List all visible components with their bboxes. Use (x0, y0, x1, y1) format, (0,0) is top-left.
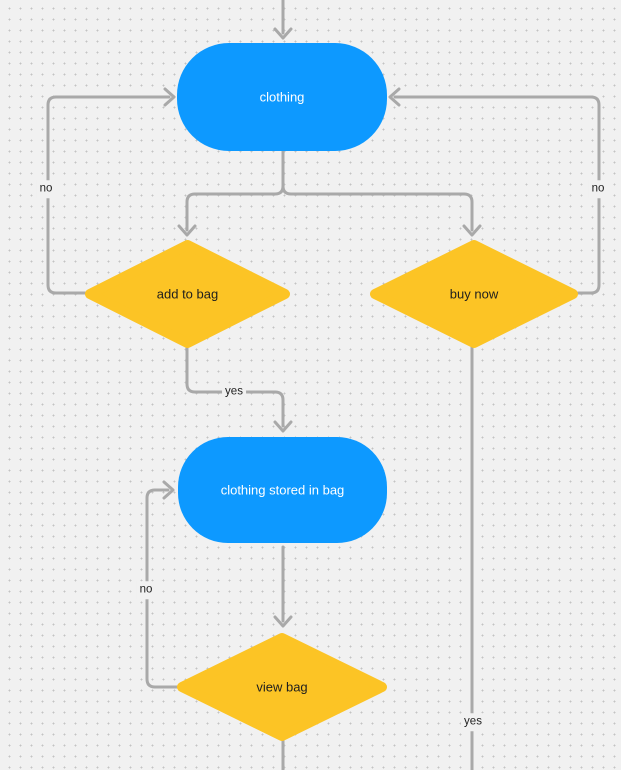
diamond-shape-outline (177, 633, 387, 741)
arrow-down-icon (462, 224, 482, 237)
edge-label-yes-add-to-bag[interactable]: yes (222, 383, 246, 401)
node-clothing-stored-in-bag[interactable]: clothing stored in bag (178, 437, 387, 543)
rounded-rect-shape[interactable] (177, 43, 387, 151)
arrow-down-icon (177, 224, 197, 237)
node-label: buy now (450, 287, 499, 302)
edge-label-no-left[interactable]: no (36, 180, 56, 198)
rounded-rect-shape[interactable] (178, 437, 387, 543)
node-clothing[interactable]: clothing (177, 43, 387, 151)
node-label: clothing (260, 90, 305, 105)
arrow-down-icon (273, 615, 293, 628)
edge-label-yes-buy-now[interactable]: yes (461, 713, 485, 731)
arrow-left-icon (388, 87, 401, 107)
node-label: view bag (256, 680, 307, 695)
node-add-to-bag[interactable]: add to bag (85, 240, 290, 348)
edge-label-no-right[interactable]: no (588, 180, 608, 198)
arrow-right-icon (163, 87, 176, 107)
edge-entry-to-clothing[interactable] (273, 0, 293, 40)
edge-label-no-view-bag[interactable]: no (136, 581, 156, 599)
node-view-bag[interactable]: view bag (177, 633, 387, 741)
diamond-shape-outline (85, 240, 290, 348)
edge-line (185, 149, 285, 232)
edge-line (281, 149, 474, 232)
edge-clothing-to-buy-now[interactable] (281, 149, 482, 237)
edge-stored-to-view-bag[interactable] (273, 545, 293, 628)
arrow-right-icon (162, 480, 175, 500)
arrow-down-icon (273, 27, 293, 40)
node-label: clothing stored in bag (221, 483, 345, 498)
node-label: add to bag (157, 287, 218, 302)
arrow-down-icon (273, 420, 293, 433)
edge-clothing-to-add-to-bag[interactable] (177, 149, 285, 237)
node-buy-now[interactable]: buy now (370, 240, 578, 348)
diamond-shape-outline (370, 240, 578, 348)
